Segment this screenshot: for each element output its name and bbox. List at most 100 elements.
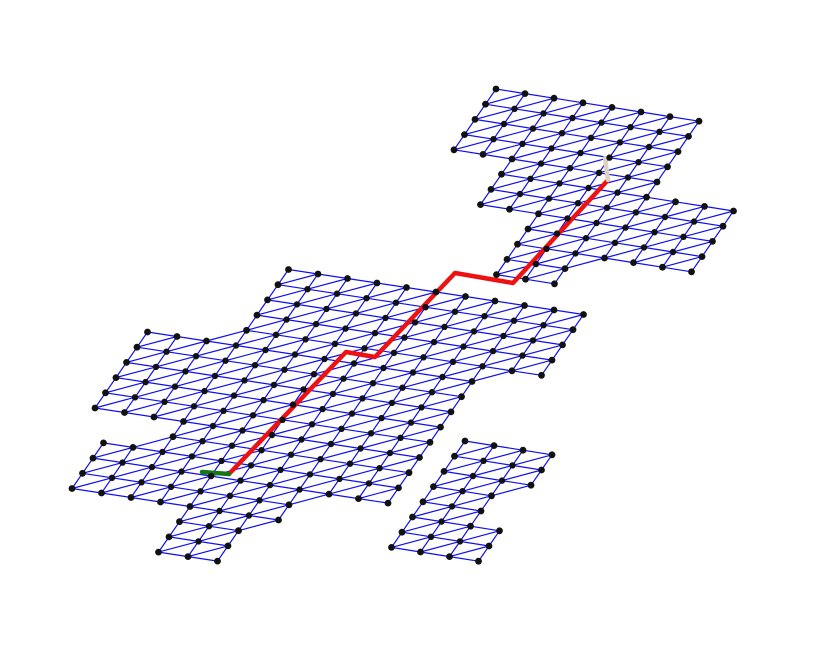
lattice-node <box>577 149 584 157</box>
lattice-node <box>537 160 545 167</box>
lattice-edge <box>545 237 587 250</box>
lattice-edge <box>332 382 374 395</box>
lattice-edge <box>703 205 735 212</box>
lattice-node <box>510 317 518 324</box>
lattice-node <box>365 480 373 487</box>
lattice-node <box>440 468 448 475</box>
lattice-edge <box>502 324 545 337</box>
lattice-edge <box>629 126 661 133</box>
lattice-node <box>226 492 234 499</box>
lattice-node <box>556 180 563 187</box>
lattice-node <box>496 527 503 535</box>
lattice-node <box>503 256 511 263</box>
lattice-node <box>350 360 358 367</box>
lattice-edge <box>492 339 534 352</box>
lattice-edge <box>334 343 366 349</box>
lattice-node <box>475 557 482 565</box>
lattice-node <box>232 342 240 349</box>
lattice-node <box>498 477 506 484</box>
lattice-edge <box>430 525 472 538</box>
lattice-node <box>417 548 424 556</box>
lattice-node <box>390 349 398 356</box>
lattice-edge <box>311 423 343 430</box>
lattice-edge <box>159 501 191 508</box>
lattice-edge <box>469 525 501 532</box>
lattice-edge <box>309 473 341 480</box>
lattice-edge <box>471 370 513 383</box>
lattice-edge <box>245 329 277 336</box>
lattice-edge <box>430 536 461 543</box>
lattice-node <box>471 116 479 123</box>
lattice-node <box>540 322 547 329</box>
lattice-node <box>558 130 566 137</box>
lattice-edge <box>351 402 393 415</box>
lattice-edge <box>201 440 233 447</box>
lattice-node <box>247 462 255 469</box>
lattice-edge <box>71 477 113 490</box>
lattice-edge <box>252 414 284 421</box>
lattice-edge <box>389 441 431 454</box>
lattice-edge <box>410 411 452 424</box>
lattice-edge <box>629 115 671 128</box>
lattice-edge <box>422 490 464 503</box>
lattice-node <box>382 314 389 322</box>
lattice-node <box>709 238 716 245</box>
lattice-edge <box>157 540 200 553</box>
highlighted-path <box>199 155 611 477</box>
lattice-edge <box>205 340 237 347</box>
lattice-node <box>661 213 669 221</box>
lattice-node <box>482 100 489 108</box>
lattice-node <box>270 381 278 389</box>
lattice-node <box>439 373 446 381</box>
lattice-edge <box>273 384 305 390</box>
lattice-edge <box>440 520 472 527</box>
lattice-node <box>651 229 658 236</box>
lattice-edge <box>393 352 425 358</box>
lattice-edge <box>140 471 183 483</box>
lattice-edge <box>624 227 656 233</box>
lattice-edge <box>414 311 456 323</box>
lattice-edge <box>313 362 355 375</box>
lattice-node <box>357 445 364 452</box>
lattice-edge <box>484 92 526 105</box>
lattice-edge <box>111 477 143 483</box>
lattice-edge <box>229 484 271 497</box>
lattice-edge <box>422 346 465 358</box>
lattice-node <box>266 481 274 489</box>
lattice-node <box>228 442 236 449</box>
lattice-node <box>283 316 290 323</box>
lattice-edge <box>585 227 627 239</box>
lattice-edge <box>382 367 414 374</box>
lattice-node <box>529 125 537 132</box>
lattice-node <box>488 492 495 500</box>
lattice-edge <box>452 361 484 367</box>
lattice-edge <box>522 449 553 456</box>
lattice-edge <box>368 482 400 489</box>
lattice-node <box>296 486 303 493</box>
lattice-node <box>68 485 76 492</box>
lattice-edge <box>121 462 153 468</box>
lattice-edge <box>239 469 282 482</box>
lattice-node <box>199 438 206 445</box>
lattice-node <box>519 446 527 454</box>
lattice-edge <box>672 251 703 258</box>
lattice-node <box>214 557 221 565</box>
lattice-edge <box>203 379 246 392</box>
lattice-edge <box>344 317 387 330</box>
lattice-node <box>407 419 415 426</box>
lattice-edge <box>359 447 391 454</box>
lattice-edge <box>92 446 134 459</box>
lattice-node <box>222 357 229 364</box>
lattice-edge <box>361 397 393 404</box>
lattice-node <box>256 497 263 504</box>
lattice-edge <box>598 172 629 178</box>
lattice-edge <box>535 263 566 270</box>
lattice-edge <box>393 341 435 354</box>
lattice-node <box>550 94 558 102</box>
lattice-edge <box>637 161 669 168</box>
lattice-node <box>300 386 307 393</box>
lattice-edge <box>321 397 364 410</box>
lattice-node <box>508 367 516 375</box>
lattice-edge <box>521 143 553 149</box>
lattice-edge <box>403 326 446 339</box>
